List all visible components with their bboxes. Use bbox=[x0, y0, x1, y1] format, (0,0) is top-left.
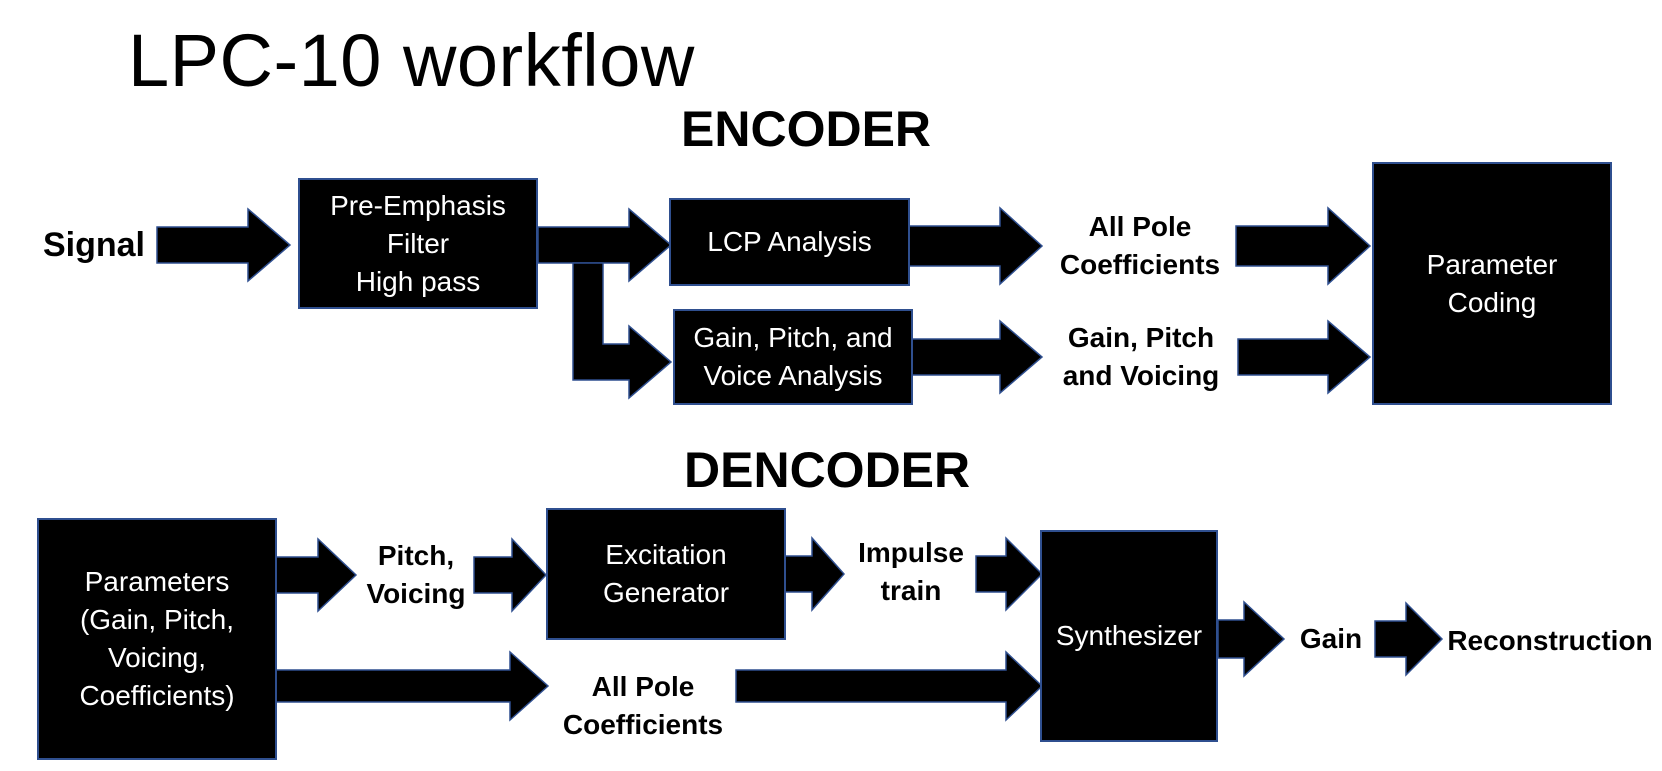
arrow-pitch-to-excitation bbox=[473, 537, 548, 613]
arrow-filter-to-lcp bbox=[537, 207, 673, 283]
gain-pitch-voice-analysis-box: Gain, Pitch, and Voice Analysis bbox=[673, 309, 913, 405]
arrow-impulse-to-synth bbox=[975, 536, 1044, 612]
gain-pitch-voicing-label: Gain, Pitch and Voicing bbox=[1062, 322, 1220, 391]
arrow-synth-to-gain bbox=[1217, 600, 1286, 678]
reconstruction-label: Reconstruction bbox=[1447, 625, 1653, 656]
parameter-coding-box: Parameter Coding bbox=[1372, 162, 1612, 405]
excitation-generator-box: Excitation Generator bbox=[546, 508, 786, 640]
arrow-gpv-to-coding bbox=[1237, 319, 1372, 395]
arrow-excitation-to-impulse bbox=[781, 536, 846, 612]
arrow-gain-to-reconstruction bbox=[1374, 601, 1444, 677]
arrow-lcp-to-allpole bbox=[907, 206, 1044, 286]
synthesizer-box: Synthesizer bbox=[1040, 530, 1218, 742]
decoder-heading: DENCODER bbox=[684, 442, 971, 498]
arrow-allpole-to-coding bbox=[1235, 206, 1372, 286]
arrow-signal-to-filter bbox=[156, 207, 292, 283]
pitch-voicing-label: Pitch, Voicing bbox=[366, 540, 466, 609]
parameters-box: Parameters (Gain, Pitch, Voicing, Coeffi… bbox=[37, 518, 277, 760]
arrow-params-to-pitch bbox=[274, 537, 358, 613]
arrow-gain-to-label bbox=[907, 319, 1044, 395]
page-title: LPC-10 workflow bbox=[128, 19, 695, 102]
arrow-filter-branch-to-gain bbox=[572, 262, 673, 400]
lcp-analysis-box: LCP Analysis bbox=[669, 198, 910, 286]
arrow-allpole-to-synth bbox=[735, 650, 1044, 722]
impulse-train-label: Impulse train bbox=[858, 537, 964, 606]
encoder-heading: ENCODER bbox=[681, 101, 932, 157]
all-pole-coefficients-label-decoder: All Pole Coefficients bbox=[562, 671, 724, 740]
signal-label: Signal bbox=[42, 226, 146, 264]
arrow-params-to-allpole bbox=[274, 650, 550, 722]
pre-emphasis-filter-box: Pre-Emphasis Filter High pass bbox=[298, 178, 538, 309]
gain-label: Gain bbox=[1299, 623, 1363, 654]
all-pole-coefficients-label-encoder: All Pole Coefficients bbox=[1059, 211, 1221, 280]
